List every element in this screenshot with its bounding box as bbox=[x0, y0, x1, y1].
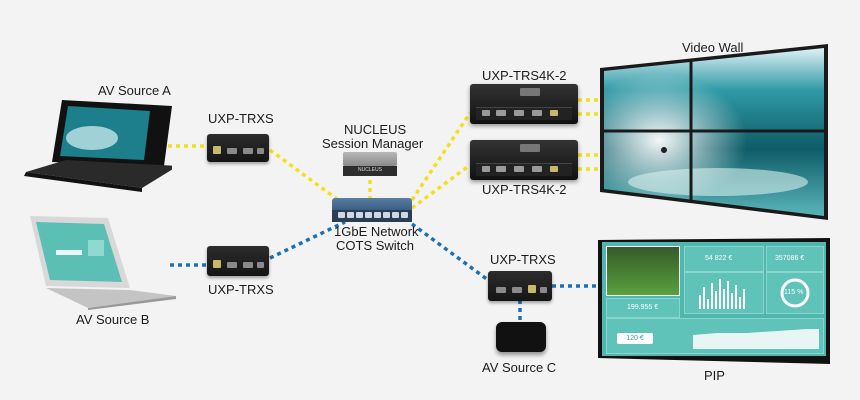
uxp-trxs-a-device bbox=[207, 134, 269, 162]
pip-stat1-value: 54 822 € bbox=[705, 255, 733, 262]
label-av-source-b: AV Source B bbox=[76, 312, 150, 327]
label-video-wall: Video Wall bbox=[682, 40, 744, 55]
label-uxp-trs4k-bottom: UXP-TRS4K-2 bbox=[482, 182, 567, 197]
pip-stat-tile-2: 357086 € bbox=[766, 246, 824, 272]
label-switch-line2: COTS Switch bbox=[336, 238, 415, 253]
pip-stat2-value: 357086 € bbox=[775, 255, 805, 262]
pip-gauge-value: 115 % bbox=[784, 289, 804, 296]
laptop-icon bbox=[30, 216, 176, 310]
link-switch-to-trxs-c bbox=[410, 222, 490, 282]
label-session-manager: Session Manager bbox=[322, 136, 424, 151]
nucleus-device bbox=[343, 152, 397, 166]
uxp-trs4k-bottom-device bbox=[470, 140, 578, 180]
label-nucleus: NUCLEUS bbox=[344, 122, 407, 137]
pip-bar-chart bbox=[699, 279, 745, 309]
link-switch-to-trs4k-top bbox=[410, 112, 472, 201]
label-av-source-c: AV Source C bbox=[482, 360, 557, 375]
pip-video-tile bbox=[606, 246, 680, 296]
video-wall-screens bbox=[600, 44, 828, 220]
uxp-trxs-b-device bbox=[207, 246, 269, 276]
label-switch-line1: 1GbE Network bbox=[334, 224, 419, 239]
label-uxp-trxs-a: UXP-TRXS bbox=[208, 111, 274, 126]
laptop-icon bbox=[24, 100, 178, 192]
pip-display: 54 822 € 357086 € bbox=[596, 236, 832, 366]
label-pip: PIP bbox=[704, 368, 725, 383]
pip-money-tile: 199.955 € bbox=[606, 298, 680, 318]
label-uxp-trs4k-top: UXP-TRS4K-2 bbox=[482, 68, 567, 83]
link-trxs-a-to-switch bbox=[268, 148, 347, 207]
pip-stat-tile-1: 54 822 € bbox=[684, 246, 764, 272]
uxp-trxs-c-device bbox=[488, 271, 552, 301]
label-uxp-trxs-b: UXP-TRXS bbox=[208, 282, 274, 297]
yellow-links bbox=[168, 98, 604, 210]
pip-gauge-tile: 115 % bbox=[766, 272, 824, 314]
video-wall bbox=[598, 42, 832, 222]
pip-pill-value: 120 € bbox=[617, 333, 653, 344]
pip-dashboard: 54 822 € 357086 € bbox=[602, 242, 826, 356]
uxp-trs4k-top-device bbox=[470, 84, 578, 124]
pip-trend-tile: 120 € bbox=[606, 318, 824, 354]
pip-gauge bbox=[780, 278, 810, 308]
label-uxp-trxs-c: UXP-TRXS bbox=[490, 252, 556, 267]
pip-money-value: 199.955 € bbox=[627, 304, 659, 311]
switch-front-panel bbox=[332, 210, 412, 222]
pip-trend-chart bbox=[693, 329, 819, 349]
laptop-a bbox=[22, 96, 178, 192]
nucleus-brand-text: NUCLEUS bbox=[358, 167, 382, 173]
blue-links bbox=[170, 220, 602, 322]
link-trxs-b-to-switch bbox=[269, 220, 346, 260]
network-switch bbox=[332, 198, 412, 210]
laptop-b bbox=[18, 210, 178, 310]
pip-bar-chart-tile bbox=[684, 272, 764, 314]
nucleus-front-panel: NUCLEUS bbox=[343, 166, 397, 176]
label-av-source-a: AV Source A bbox=[98, 83, 171, 98]
av-source-c-device bbox=[496, 322, 546, 352]
